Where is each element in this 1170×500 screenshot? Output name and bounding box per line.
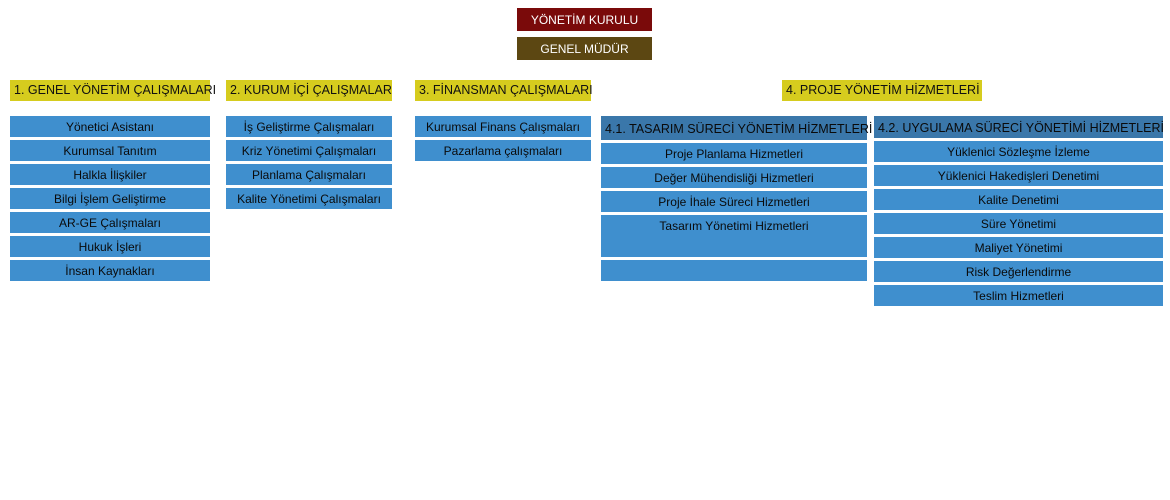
dept-3-item: Pazarlama çalışmaları [415,140,591,161]
dept-3-item: Kurumsal Finans Çalışmaları [415,116,591,137]
dept-1-item: Yönetici Asistanı [10,116,210,137]
subgroup-4-2-item: Yüklenici Sözleşme İzleme [874,141,1163,162]
dept-2-item-label: İş Geliştirme Çalışmaları [243,119,375,134]
general-manager-box: GENEL MÜDÜR [517,37,652,60]
dept-1-item: Bilgi İşlem Geliştirme [10,188,210,209]
dept-1-item: Kurumsal Tanıtım [10,140,210,161]
subgroup-4-2-item: Yüklenici Hakedişleri Denetimi [874,165,1163,186]
board-box: YÖNETİM KURULU [517,8,652,31]
dept-1-item-label: Halkla İlişkiler [73,167,147,182]
subgroup-4-2-item: Maliyet Yönetimi [874,237,1163,258]
subgroup-4-1-item [601,236,867,257]
dept-1-header: 1. GENEL YÖNETİM ÇALIŞMALARI [10,80,216,101]
subgroup-4-2-item-label: Kalite Denetimi [978,192,1059,207]
dept-1-item: Hukuk İşleri [10,236,210,257]
dept-2-item-label: Planlama Çalışmaları [251,167,367,182]
subgroup-4-1-item: Değer Mühendisliği Hizmetleri [601,167,867,188]
subgroup-4-1-header: 4.1. TASARIM SÜRECİ YÖNETİM HİZMETLERİ [601,116,872,140]
subgroup-4-1-item [601,260,867,281]
subgroup-4-1-item-label: Tasarım Yönetimi Hizmetleri [659,218,809,233]
subgroup-4-2-item-label: Risk Değerlendirme [965,264,1072,279]
subgroup-4-1-item-label: Proje Planlama Hizmetleri [664,146,804,161]
subgroup-4-2-item-label: Yüklenici Sözleşme İzleme [947,144,1090,159]
subgroup-4-2-item: Risk Değerlendirme [874,261,1163,282]
dept-1-item-label: Kurumsal Tanıtım [63,143,157,158]
dept-3-item-label: Pazarlama çalışmaları [443,143,563,158]
dept-1-item-label: AR-GE Çalışmaları [58,215,162,230]
dept-1-title: 1. GENEL YÖNETİM ÇALIŞMALARI [14,83,217,98]
dept-1-item: Halkla İlişkiler [10,164,210,185]
dept-2-title: 2. KURUM İÇİ ÇALIŞMALAR [230,83,392,98]
dept-2-item-label: Kalite Yönetimi Çalışmaları [237,191,381,206]
subgroup-4-1-item-label: Değer Mühendisliği Hizmetleri [654,170,814,185]
dept-1-item: İnsan Kaynakları [10,260,210,281]
subgroup-4-2-item-label: Teslim Hizmetleri [973,288,1064,303]
dept-3-item-label: Kurumsal Finans Çalışmaları [425,119,581,134]
subgroup-4-1-item: Tasarım Yönetimi Hizmetleri [601,215,867,236]
subgroup-4-1-item: Proje İhale Süreci Hizmetleri [601,191,867,212]
subgroup-4-2-item: Kalite Denetimi [874,189,1163,210]
dept-3-header: 3. FİNANSMAN ÇALIŞMALARI [415,80,593,101]
dept-1-item: AR-GE Çalışmaları [10,212,210,233]
dept-2-item: Planlama Çalışmaları [226,164,392,185]
dept-2-header: 2. KURUM İÇİ ÇALIŞMALAR [226,80,392,101]
dept-1-item-label: İnsan Kaynakları [65,263,155,278]
dept-2-item: Kalite Yönetimi Çalışmaları [226,188,392,209]
dept-1-item-label: Hukuk İşleri [78,239,142,254]
subgroup-4-2-header: 4.2. UYGULAMA SÜRECİ YÖNETİMİ HİZMETLERİ [874,116,1164,138]
dept-2-item: İş Geliştirme Çalışmaları [226,116,392,137]
subgroup-4-2-item: Süre Yönetimi [874,213,1163,234]
subgroup-4-1-title: 4.1. TASARIM SÜRECİ YÖNETİM HİZMETLERİ [605,121,873,136]
dept-2-item: Kriz Yönetimi Çalışmaları [226,140,392,161]
subgroup-4-1-item-label: Proje İhale Süreci Hizmetleri [658,194,810,209]
dept-2-item-label: Kriz Yönetimi Çalışmaları [241,143,377,158]
dept-3-title: 3. FİNANSMAN ÇALIŞMALARI [419,83,593,98]
subgroup-4-2-item-label: Süre Yönetimi [980,216,1057,231]
general-manager-label: GENEL MÜDÜR [540,41,629,56]
dept-4-header: 4. PROJE YÖNETİM HİZMETLERİ [782,80,982,101]
dept-4-title: 4. PROJE YÖNETİM HİZMETLERİ [786,83,980,98]
subgroup-4-2-item: Teslim Hizmetleri [874,285,1163,306]
subgroup-4-2-title: 4.2. UYGULAMA SÜRECİ YÖNETİMİ HİZMETLERİ [878,120,1164,135]
board-label: YÖNETİM KURULU [530,12,639,27]
subgroup-4-2-item-label: Maliyet Yönetimi [974,240,1063,255]
subgroup-4-1-item: Proje Planlama Hizmetleri [601,143,867,164]
dept-1-item-label: Bilgi İşlem Geliştirme [53,191,167,206]
dept-1-item-label: Yönetici Asistanı [65,119,155,134]
subgroup-4-2-item-label: Yüklenici Hakedişleri Denetimi [937,168,1100,183]
